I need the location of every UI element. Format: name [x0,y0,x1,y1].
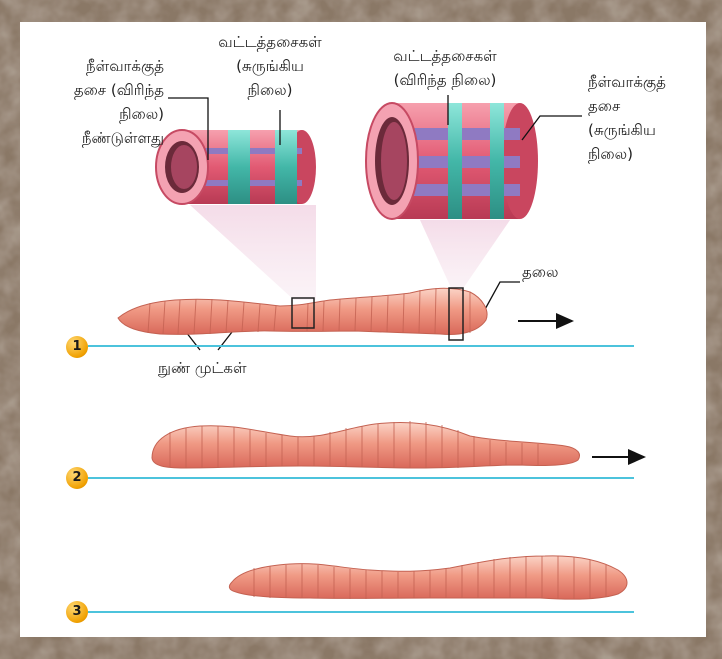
label-circular-right: வட்டத்தசைகள் (விரிந்த நிலை) [370,44,520,92]
label-line: (சுருங்கிய [200,54,340,78]
label-line: வட்டத்தசைகள் [200,30,340,54]
stage-badge-1: 1 [66,336,88,358]
zoom-funnel-left [190,205,316,300]
label-circular-left: வட்டத்தசைகள் (சுருங்கிய நிலை) [200,30,340,102]
label-line: நிலை) [588,142,666,166]
stage-badge-3: 3 [66,601,88,623]
label-line: (சுருங்கிய [588,118,666,142]
muscle-cylinder-left [156,130,316,204]
muscle-cylinder-right [366,103,538,219]
earthworm-stage-3 [229,556,627,599]
label-line: தசை [588,94,666,118]
earthworm-stage-2 [152,421,579,468]
label-line: நிலை) [200,78,340,102]
label-line: நீள்வாக்குத் [588,70,666,94]
label-line: நீண்டுள்ளது [74,126,164,150]
label-setae: நுண் முட்கள் [158,356,247,380]
label-line: வட்டத்தசைகள் [370,44,520,68]
label-line: நிலை) [74,102,164,126]
label-line: (விரிந்த நிலை) [370,68,520,92]
label-line: தசை (விரிந்த [74,78,164,102]
zoom-funnel-right [420,220,510,290]
label-longitudinal-right: நீள்வாக்குத் தசை (சுருங்கிய நிலை) [588,70,666,166]
stage-badge-2: 2 [66,467,88,489]
label-longitudinal-left: நீள்வாக்குத் தசை (விரிந்த நிலை) நீண்டுள்… [74,54,164,150]
label-head: தலை [522,260,558,284]
label-line: நீள்வாக்குத் [74,54,164,78]
